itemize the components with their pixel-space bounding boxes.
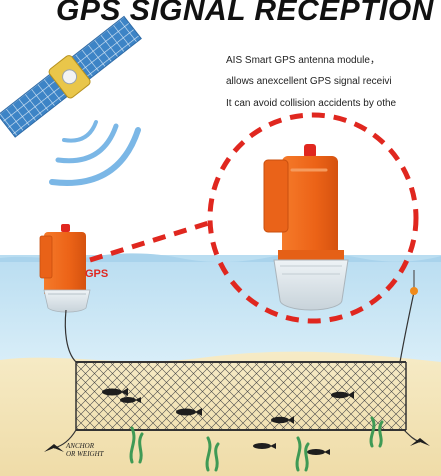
signal-waves-icon [49,120,141,186]
description-line-2: allows anexcellent GPS signal receivi [226,76,392,87]
description-line-3: It can avoid collision accidents by othe [226,98,397,109]
fish-icon [102,388,354,455]
anchor-label: ANCHOR OR WEIGHT [66,442,104,458]
gps-label: GPS [85,268,109,280]
buoy-icon [39,224,91,313]
buoy-zoomed-icon [263,144,349,311]
marker-float-icon [410,270,418,295]
page-title: GPS SIGNAL RECEPTION [56,0,434,27]
anchor-icon [44,438,430,452]
satellite-icon [0,15,142,138]
seaweed-icon [129,416,384,472]
fishing-net-icon [75,361,407,431]
description-line-1: AIS Smart GPS antenna module， [226,55,380,66]
anchor-label-line1: ANCHOR [66,442,94,450]
zoom-callout [89,112,419,324]
anchor-label-line2: OR WEIGHT [66,450,104,458]
